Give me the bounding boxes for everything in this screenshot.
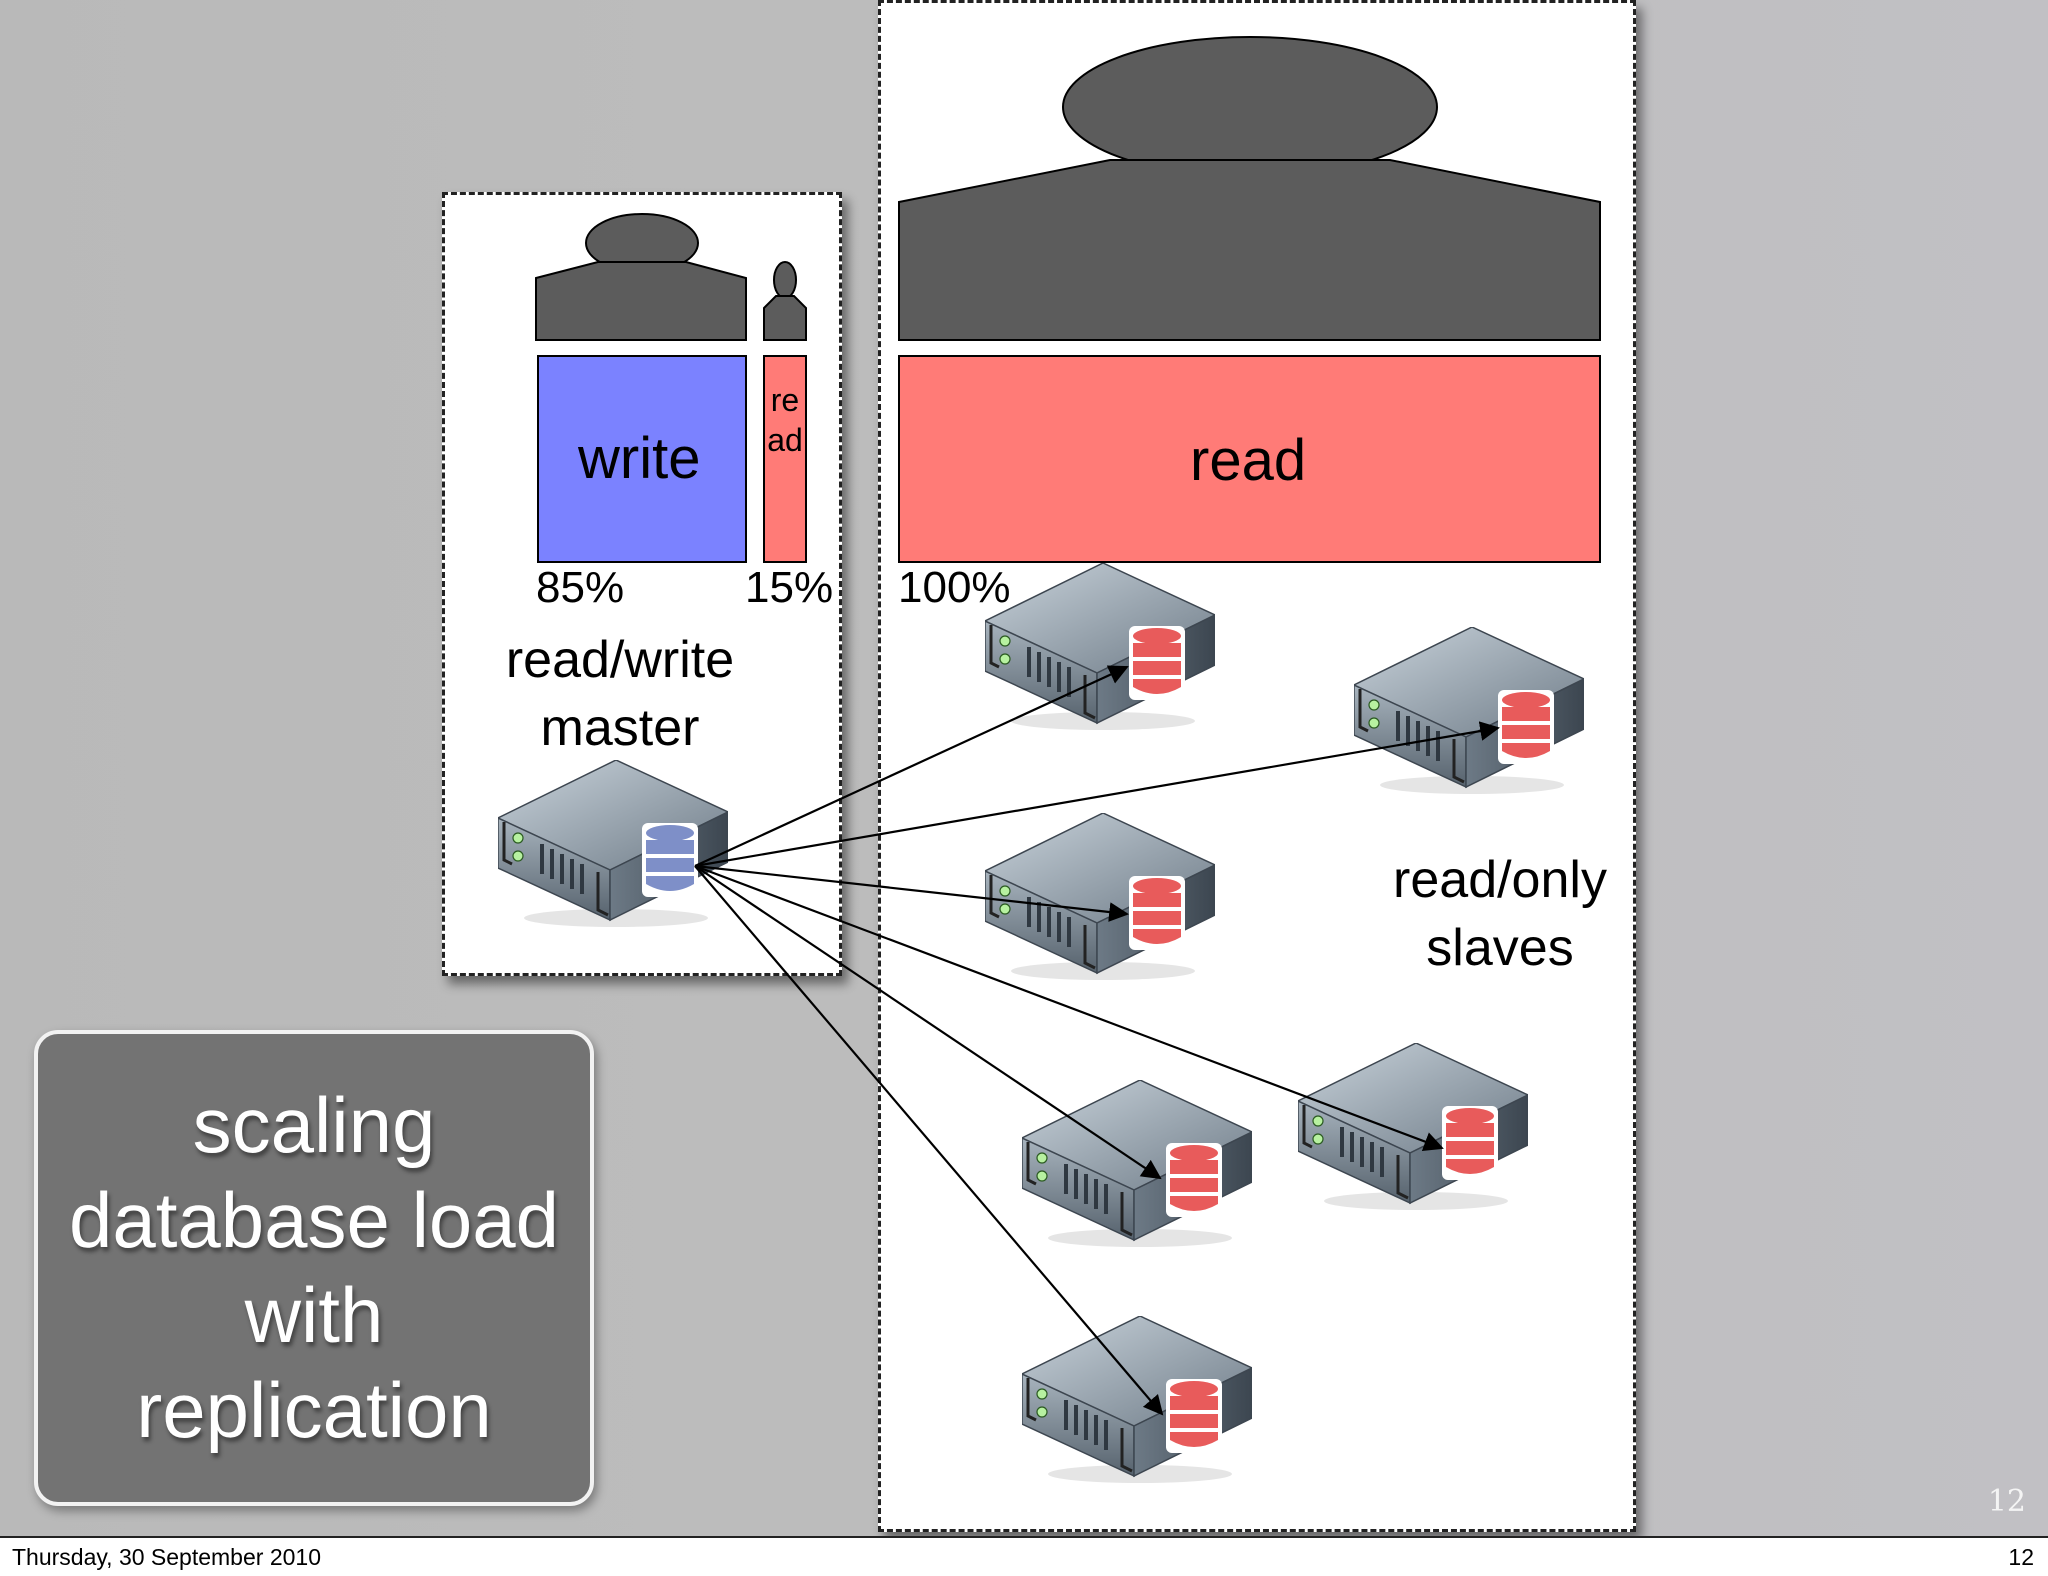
slave-database-icon xyxy=(1166,1379,1222,1453)
replication-diagram xyxy=(498,36,1601,1485)
write-label: write xyxy=(578,426,701,491)
replication-arrow xyxy=(694,721,1500,868)
slave-database-icon xyxy=(1442,1106,1498,1180)
slaves-caption-line1: read/only xyxy=(1393,851,1607,909)
replication-arrow xyxy=(694,865,1162,1180)
slide-number: 12 xyxy=(1987,1484,2026,1519)
master-caption: read/write master xyxy=(470,626,770,762)
slaves-caption: read/only slaves xyxy=(1360,846,1640,982)
write-bar xyxy=(537,355,747,563)
slave-server xyxy=(1022,1080,1252,1249)
master-caption-line2: master xyxy=(540,699,700,757)
slaves-caption-line2: slaves xyxy=(1426,919,1574,977)
master-caption-line1: read/write xyxy=(505,631,735,689)
slave-server xyxy=(1298,1043,1528,1212)
large-reader-person-icon xyxy=(898,36,1601,341)
master-server xyxy=(498,760,728,929)
slave-database-icon xyxy=(1498,690,1554,764)
footer-date: Thursday, 30 September 2010 xyxy=(12,1544,321,1570)
slave-server xyxy=(985,813,1215,982)
slave-server xyxy=(1354,627,1584,796)
slide: write read read 85% 15% 100% read/write … xyxy=(0,0,2048,1536)
write-percent: 85% xyxy=(536,563,625,612)
footer: Thursday, 30 September 2010 12 xyxy=(0,1536,2048,1576)
master-read-bar xyxy=(763,355,807,563)
master-read-percent: 15% xyxy=(745,563,834,612)
slave-server xyxy=(985,563,1215,732)
slaves-read-percent: 100% xyxy=(898,563,1011,612)
slave-database-icon xyxy=(1129,626,1185,700)
slaves-read-label: read xyxy=(1190,428,1307,493)
replication-arrows xyxy=(694,665,1500,1416)
slave-database-icon xyxy=(1166,1143,1222,1217)
slide-title-box: scaling database load with replication xyxy=(34,1030,594,1506)
slide-title: scaling database load with replication xyxy=(68,1081,560,1454)
replication-arrow xyxy=(694,864,1129,922)
small-reader-person-icon xyxy=(763,261,807,341)
slave-database-icon xyxy=(1129,876,1185,950)
replication-arrow xyxy=(694,865,1164,1416)
master-database-icon xyxy=(642,823,698,897)
slaves-read-bar xyxy=(898,355,1601,563)
writer-person-icon xyxy=(535,213,747,341)
master-read-label-vertical: read xyxy=(767,382,803,458)
slave-server xyxy=(1022,1316,1252,1485)
replication-arrow xyxy=(694,665,1129,867)
footer-page-number: 12 xyxy=(2008,1544,2034,1570)
replication-arrow xyxy=(694,864,1444,1151)
